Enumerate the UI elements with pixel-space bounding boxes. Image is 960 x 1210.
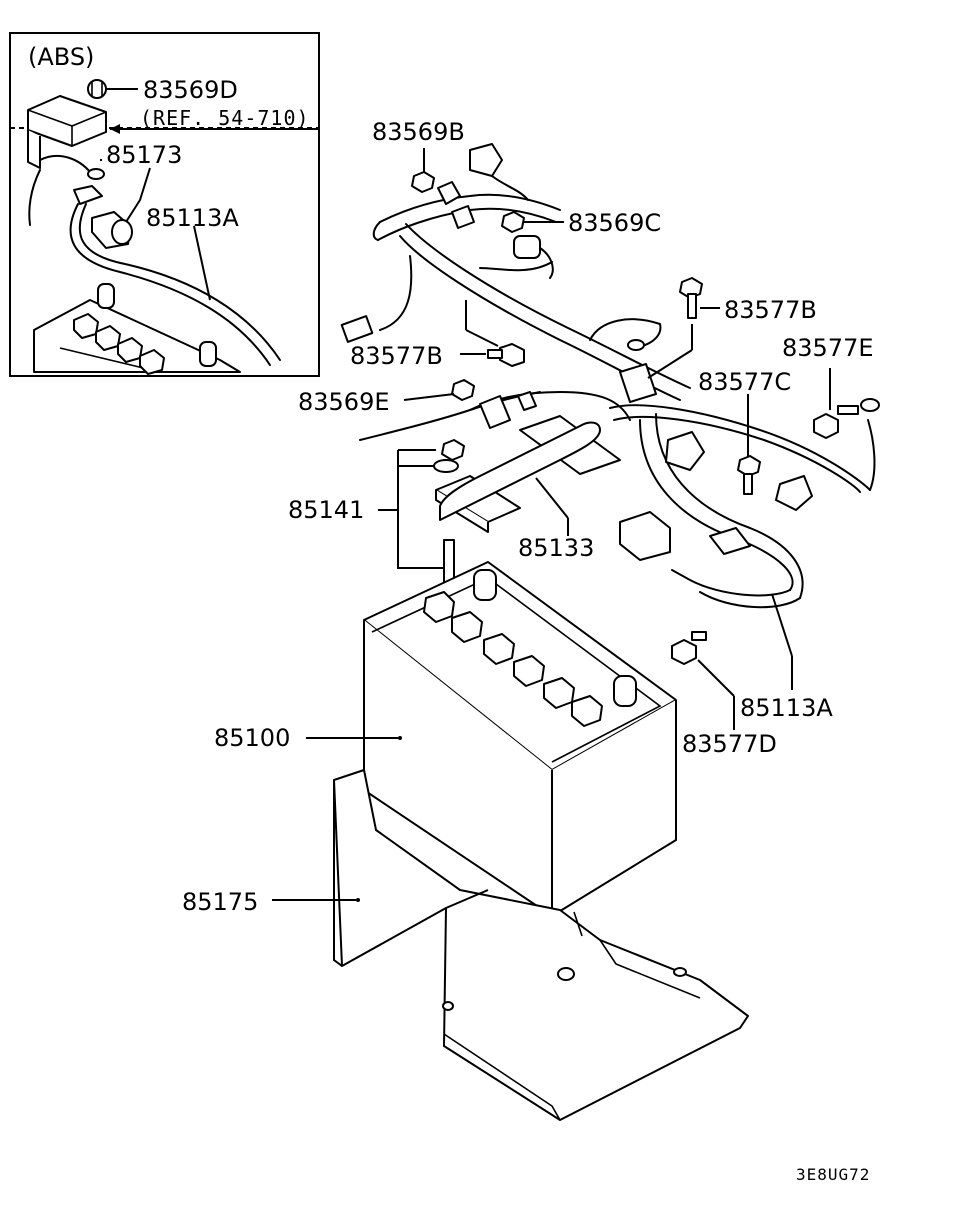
battery-85100 xyxy=(306,561,677,917)
bolt-83577B-left xyxy=(460,300,525,367)
inset-label-85113A: 85113A xyxy=(146,204,239,232)
inset-label-85173: 85173 xyxy=(106,141,182,169)
leader-85113A xyxy=(771,593,793,657)
inset-battery xyxy=(33,283,241,375)
hold-down-clamp xyxy=(435,415,621,536)
inset-label-83569D: 83569D xyxy=(143,76,238,104)
label-83577C: 83577C xyxy=(698,368,791,396)
bolt-83577D xyxy=(671,631,735,730)
label-85133: 85133 xyxy=(518,534,594,562)
label-85141: 85141 xyxy=(288,496,364,524)
nut-83569E xyxy=(403,379,475,401)
drawing-code: 3E8UG72 xyxy=(796,1165,870,1184)
battery-tray-85175 xyxy=(272,769,749,1121)
inset-ground-wire xyxy=(28,154,105,226)
nut-83569C xyxy=(501,211,564,233)
label-85175: 85175 xyxy=(182,888,258,916)
label-85113A: 85113A xyxy=(740,694,833,722)
harness-assembly xyxy=(340,143,880,609)
inset-frame xyxy=(9,32,320,377)
label-83577D: 83577D xyxy=(682,730,777,758)
inset-title: (ABS) xyxy=(28,43,94,71)
inset-battery-cable xyxy=(69,167,281,366)
bolt-83577C xyxy=(737,394,761,495)
inset-nut-83569D xyxy=(87,79,138,99)
bolt-83577B-top xyxy=(647,277,720,379)
label-85100: 85100 xyxy=(214,724,290,752)
label-83569C: 83569C xyxy=(568,209,661,237)
label-83577E: 83577E xyxy=(782,334,874,362)
inset-label-ref: (REF. 54-710) xyxy=(140,106,310,130)
abs-inset: (ABS) 83569D (REF. 54-710) 85173 xyxy=(9,32,320,377)
nut-83569B xyxy=(411,148,435,193)
label-83577B-top: 83577B xyxy=(724,296,817,324)
label-83569E: 83569E xyxy=(298,388,390,416)
label-83569B: 83569B xyxy=(372,118,465,146)
label-83577B-left: 83577B xyxy=(350,342,443,370)
bolt-83577E xyxy=(813,368,859,439)
inset-abs-module xyxy=(27,95,318,169)
